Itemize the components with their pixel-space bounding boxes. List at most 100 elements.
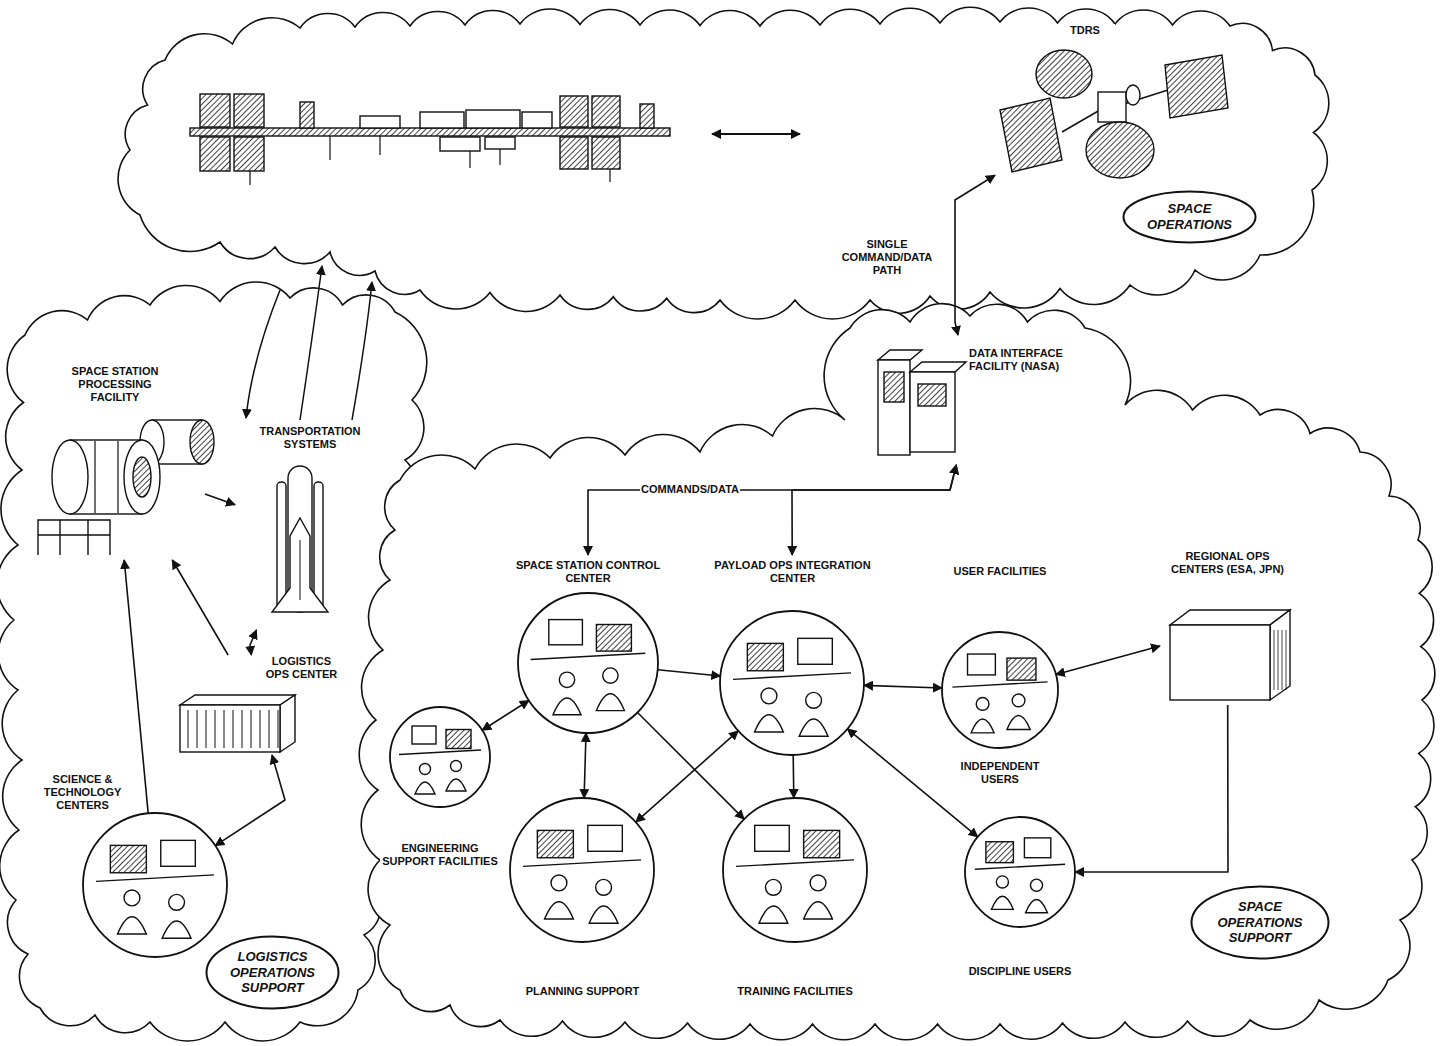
node-sublabel: INDEPENDENT USERS — [945, 760, 1055, 786]
console-desk — [523, 860, 641, 866]
node-label: SPACE OPERATIONS SUPPORT — [1210, 899, 1310, 946]
node-label: LOGISTICS OPS CENTER — [263, 655, 340, 681]
connector-arrow — [1075, 705, 1228, 872]
person-body — [118, 917, 147, 934]
node-label: USER FACILITIES — [925, 565, 1075, 578]
cabinet-panel — [884, 372, 904, 402]
solar-array — [560, 137, 588, 169]
person-head — [169, 894, 185, 910]
scene-circle — [390, 707, 490, 807]
satellite-body — [1098, 92, 1126, 122]
region-ellipse: SPACE OPERATIONS SUPPORT — [1190, 885, 1330, 960]
container-side — [280, 695, 295, 752]
bus-label: COMMANDS/DATA — [640, 483, 740, 496]
node-label: SPACE OPERATIONS — [1136, 201, 1244, 232]
solar-array — [234, 137, 264, 171]
person-body — [596, 694, 624, 711]
payload-center-circle: PAYLOAD OPS INTEGRATION CENTER — [710, 555, 875, 760]
connector-arrow — [864, 685, 942, 688]
person-body — [553, 698, 581, 715]
person-head — [761, 688, 777, 704]
equipment-vent — [1278, 630, 1279, 690]
console-monitor — [596, 625, 631, 652]
node-label: DISCIPLINE USERS — [960, 965, 1080, 978]
console-desk — [736, 860, 854, 866]
person-body — [162, 921, 191, 938]
console-monitor — [968, 654, 996, 675]
person-head — [596, 879, 612, 895]
person-head — [1030, 879, 1042, 891]
person-head — [765, 879, 781, 895]
cabinet-top — [910, 362, 966, 372]
cylinder-ring — [117, 441, 118, 513]
processing-facility: SPACE STATION PROCESSING FACILITY — [25, 365, 205, 560]
container-rib — [233, 710, 234, 748]
container-rib — [251, 710, 252, 748]
connector-arrow — [636, 731, 738, 822]
solar-panel — [1165, 55, 1228, 118]
facility-scene — [720, 611, 864, 755]
person-head — [124, 890, 140, 906]
antenna-dish — [1086, 122, 1154, 178]
solar-array — [592, 96, 620, 127]
orbiter-detail — [300, 540, 301, 600]
station-truss — [190, 128, 670, 136]
cabinet-top — [878, 350, 922, 360]
person-body — [589, 906, 618, 923]
regional-center-equipment — [1170, 610, 1290, 700]
scene-circle — [83, 813, 227, 957]
station-strut — [249, 171, 250, 185]
person-body — [991, 896, 1013, 909]
cabinet — [878, 360, 910, 455]
person-body — [446, 779, 466, 791]
station-module — [466, 110, 520, 128]
logistics-ops-center: LOGISTICS OPS CENTER — [175, 655, 340, 755]
cylinder-end — [52, 440, 88, 514]
node-label: SCIENCE & TECHNOLOGY CENTERS — [35, 773, 130, 813]
person-head — [559, 672, 574, 687]
solid-rocket-booster — [277, 482, 286, 610]
console-monitor — [110, 845, 146, 872]
container-rib — [260, 710, 261, 748]
console-desk — [952, 682, 1047, 687]
cylinder-hatch — [133, 457, 151, 497]
ellipse-shape — [1124, 192, 1256, 243]
cabinet — [910, 372, 955, 452]
connector-arrow — [588, 465, 956, 555]
container-rib — [206, 710, 207, 748]
cabinet-panel — [918, 384, 946, 406]
control-center-circle: SPACE STATION CONTROL CENTER — [508, 555, 668, 735]
container-rib — [188, 710, 189, 748]
equipment-front — [1170, 625, 1270, 700]
space-operations-cloud — [118, 7, 1329, 319]
connector-arrow — [215, 755, 285, 846]
console-monitor — [1007, 658, 1036, 680]
console-monitor — [804, 830, 840, 857]
equipment-side — [1270, 610, 1290, 700]
space-shuttle — [272, 466, 328, 612]
station-module — [485, 137, 515, 149]
training-circle: TRAINING FACILITIES — [715, 795, 875, 1010]
container-rib — [215, 710, 216, 748]
console-monitor — [412, 726, 436, 744]
solar-array — [200, 94, 230, 127]
solar-array — [200, 137, 230, 171]
console-monitor — [798, 638, 833, 664]
console-desk — [975, 864, 1065, 869]
facility-scene — [723, 798, 867, 942]
person-head — [451, 761, 462, 772]
transportation-systems: TRANSPORTATION SYSTEMS — [235, 425, 365, 630]
console-monitor — [161, 840, 196, 866]
station-module — [360, 116, 400, 128]
node-label: DATA INTERFACE FACILITY (NASA) — [968, 347, 1073, 373]
engineering-circle: ENGINEERING SUPPORT FACILITIES — [380, 702, 500, 887]
science-center-circle: SCIENCE & TECHNOLOGY CENTERS — [35, 770, 235, 965]
connector-arrow — [1056, 646, 1160, 675]
relay-link-arrow — [712, 133, 800, 135]
operations-support-cloud — [359, 304, 1435, 1040]
node-label: PAYLOAD OPS INTEGRATION CENTER — [710, 559, 875, 585]
ellipse-shape — [207, 937, 339, 1009]
edge-label: SINGLE COMMAND/DATA PATH — [828, 238, 946, 278]
